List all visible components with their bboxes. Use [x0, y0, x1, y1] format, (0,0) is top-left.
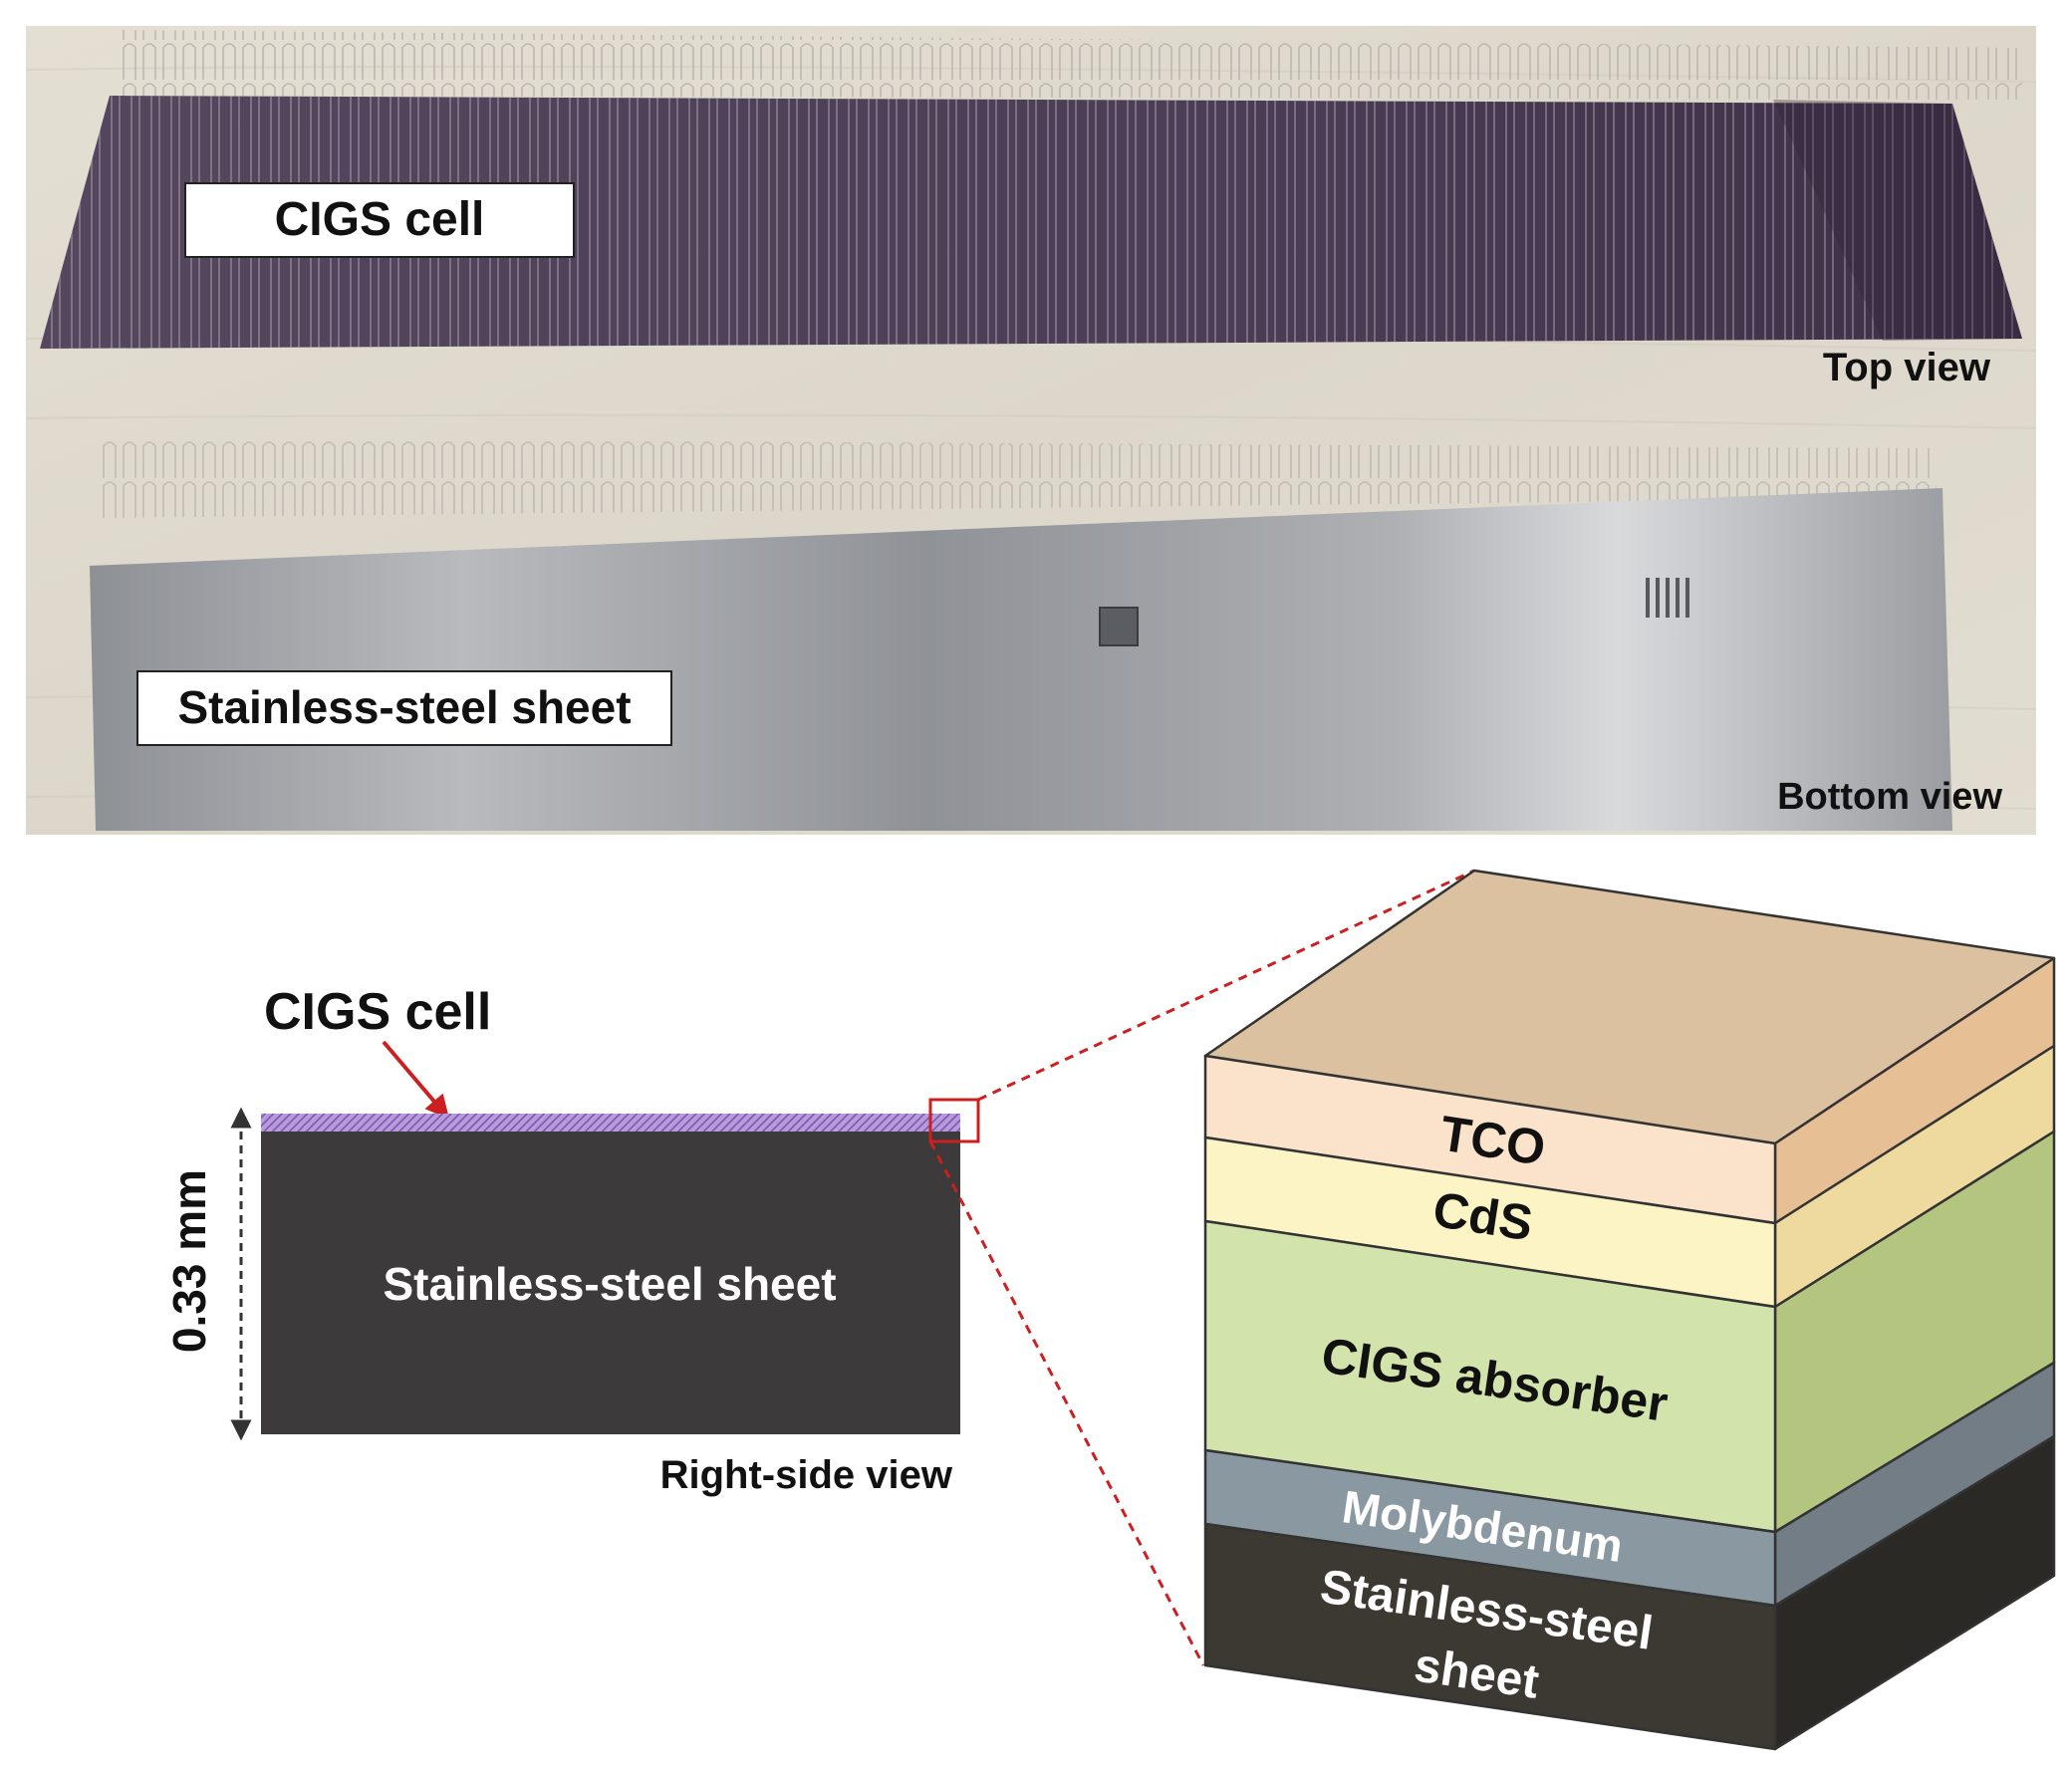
bottom-view-caption: Bottom view [1777, 776, 2002, 818]
bottom-strip-label-box [136, 670, 672, 746]
cell-pointer-arrow [382, 1040, 450, 1120]
cigs-hatched-layer [261, 1114, 960, 1132]
qr-code-icon [1099, 607, 1139, 646]
thickness-label: 0.33 mm [163, 1169, 215, 1353]
steel-cross-section [261, 1132, 960, 1434]
layer-stack-diagram [1203, 869, 2056, 1751]
steel-strip [90, 438, 1952, 831]
zoom-line-bottom [928, 1140, 1205, 1666]
cross-section-diagram: CIGS cell Stainless-steel sheet 0.33 mm … [163, 869, 1475, 1666]
zoom-region-box [928, 1098, 980, 1143]
right-side-view-caption: Right-side view [660, 1453, 953, 1497]
cigs-strip [40, 30, 2022, 349]
cross-section-cell-label: CIGS cell [264, 983, 491, 1041]
bottom-strip-label: Stainless-steel sheet [177, 681, 631, 733]
top-strip-label-box [184, 182, 575, 258]
top-strip-label: CIGS cell [275, 193, 485, 246]
photo-panel: CIGS cell Top view Stainless-steel sheet… [25, 26, 2037, 835]
top-view-caption: Top view [1823, 346, 1991, 389]
steel-front [1203, 1522, 1777, 1751]
cross-section-sheet-label: Stainless-steel sheet [383, 1258, 836, 1310]
engraved-code-icon [1646, 578, 1689, 618]
zoom-line-top [977, 869, 1475, 1102]
